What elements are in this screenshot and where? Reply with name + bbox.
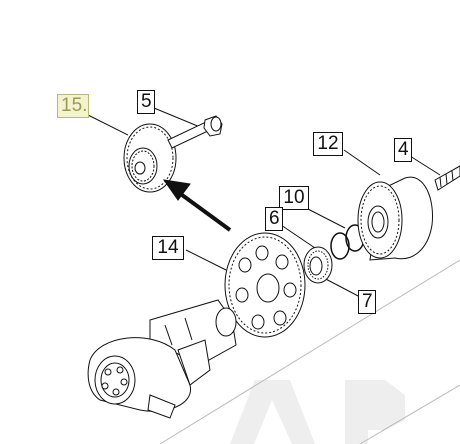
- watermark: [159, 259, 460, 444]
- ring-6: [330, 232, 350, 260]
- callout-10: 10: [279, 186, 309, 210]
- gear-assembly-15: [123, 123, 177, 193]
- callout-5: 5: [137, 90, 155, 114]
- housing-12: [357, 176, 434, 261]
- callout-14: 14: [152, 236, 184, 260]
- needle-bearing-7: [303, 246, 333, 284]
- assembly-arrow: [162, 179, 232, 232]
- large-gear-14: [224, 232, 306, 338]
- callout-15: 15.: [57, 94, 89, 118]
- callout-6: 6: [265, 207, 283, 231]
- crankshaft: [87, 299, 237, 419]
- callout-12: 12: [313, 132, 343, 156]
- callout-4: 4: [394, 138, 412, 162]
- bolt-5: [167, 115, 223, 149]
- leader-lines: [87, 107, 441, 299]
- callout-7: 7: [358, 290, 376, 314]
- stud-4: [434, 165, 460, 191]
